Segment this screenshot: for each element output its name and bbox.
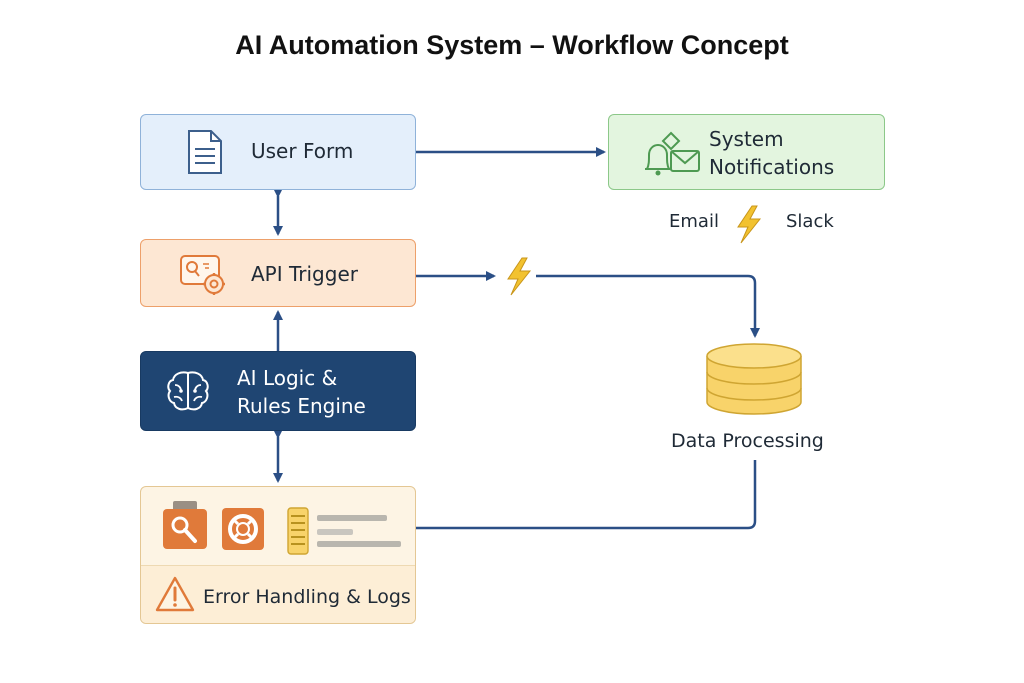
toolbox-icon: [163, 501, 207, 549]
data-processing-label: Data Processing: [671, 430, 824, 452]
ai-logic-node: AI Logic & Rules Engine: [140, 351, 416, 431]
brain-icon: [167, 371, 209, 411]
channel-email-label: Email: [669, 211, 719, 232]
log-stack-icon: [287, 507, 309, 555]
connector-trigger-to-database: [536, 274, 760, 338]
api-trigger-label: API Trigger: [251, 262, 358, 286]
notifications-label-line2: Notifications: [709, 155, 835, 179]
error-label-band: [141, 566, 415, 623]
divider: [141, 565, 415, 566]
user-form-label: User Form: [251, 139, 354, 163]
user-form-node: User Form: [140, 114, 416, 190]
log-line: [317, 515, 387, 521]
lightning-icon: [737, 205, 762, 244]
log-line: [317, 529, 353, 535]
database-icon: [706, 343, 802, 415]
api-trigger-node: API Trigger: [140, 239, 416, 307]
lifebuoy-icon: [222, 508, 264, 550]
lightning-icon: [507, 257, 532, 296]
error-handling-node: Error Handling & Logs: [140, 486, 416, 624]
warning-icon: [155, 576, 195, 612]
api-gear-icon: [180, 255, 225, 295]
connector-database-to-error: [416, 460, 757, 530]
diagram-title: AI Automation System – Workflow Concept: [235, 30, 789, 60]
notifications-label-line1: System: [709, 127, 784, 151]
system-notifications-node: System Notifications: [608, 114, 885, 190]
ai-logic-label-line2: Rules Engine: [237, 394, 366, 418]
error-handling-label: Error Handling & Logs: [203, 586, 411, 608]
document-icon: [188, 130, 222, 174]
channel-slack-label: Slack: [786, 211, 834, 232]
ai-logic-label-line1: AI Logic &: [237, 366, 338, 390]
bell-envelope-icon: [645, 131, 700, 176]
log-line: [317, 541, 401, 547]
